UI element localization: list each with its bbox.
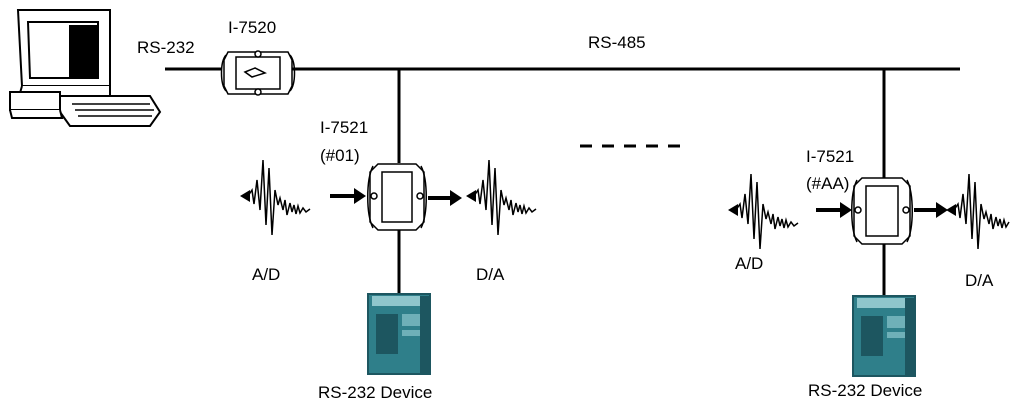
device-label-left: RS-232 Device xyxy=(318,383,432,403)
i7521-label-right: I-7521 xyxy=(806,147,854,167)
da-label-left: D/A xyxy=(476,265,504,285)
rs485-label: RS-485 xyxy=(588,33,646,53)
arrow-icon xyxy=(914,202,948,218)
da-label-right: D/A xyxy=(965,271,993,291)
waveform-icon xyxy=(240,160,310,235)
ad-label-right: A/D xyxy=(735,254,763,274)
plc-device-icon xyxy=(853,296,915,376)
computer-icon xyxy=(10,10,160,126)
converter-module-icon xyxy=(222,51,295,95)
converter-module-icon xyxy=(852,178,913,244)
device-label-right: RS-232 Device xyxy=(808,381,922,401)
waveform-icon xyxy=(946,174,1009,249)
arrow-icon xyxy=(428,190,462,206)
address-label-left: (#01) xyxy=(320,146,360,166)
i7521-label-left: I-7521 xyxy=(320,118,368,138)
waveform-icon xyxy=(466,160,536,235)
waveform-icon xyxy=(728,174,798,249)
plc-device-icon xyxy=(368,294,430,374)
rs232-label: RS-232 xyxy=(137,38,195,58)
arrow-icon xyxy=(330,188,366,204)
arrow-icon xyxy=(816,202,852,218)
ad-label-left: A/D xyxy=(252,265,280,285)
i7520-label: I-7520 xyxy=(228,18,276,38)
converter-module-icon xyxy=(368,164,427,230)
address-label-right: (#AA) xyxy=(806,174,849,194)
